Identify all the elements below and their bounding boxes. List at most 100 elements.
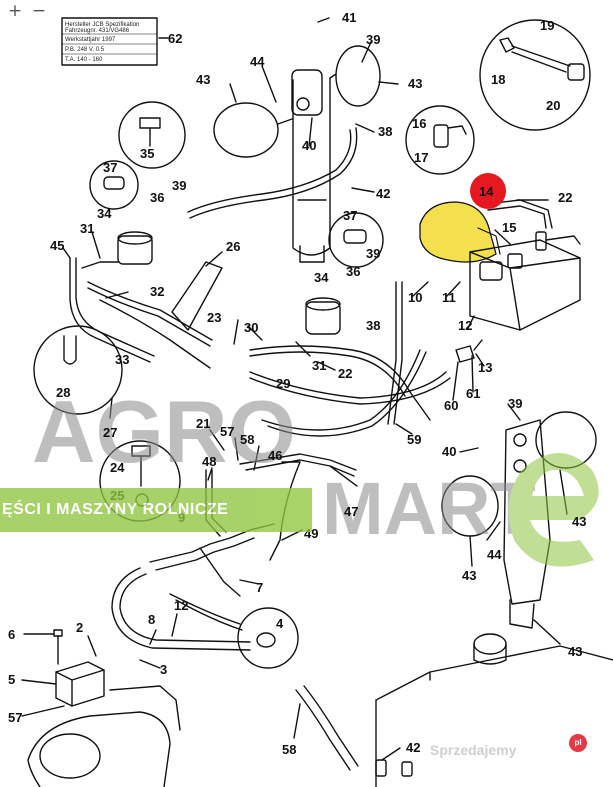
part-label: 57 [8, 710, 22, 725]
callout-bolt-35 [118, 101, 186, 169]
part-label: 11 [442, 290, 456, 305]
part-label: 39 [366, 246, 380, 261]
part-label: 33 [115, 352, 129, 367]
part-label: 43 [572, 514, 586, 529]
part-14-marker[interactable] [470, 173, 506, 209]
part-label: 15 [502, 220, 516, 235]
part-label: 21 [196, 416, 210, 431]
part-label: 60 [444, 398, 458, 413]
svg-text:P.B. 248 V. 0.5: P.B. 248 V. 0.5 [65, 47, 105, 53]
part-14-highlight [419, 201, 497, 263]
part-label: 39 [508, 396, 522, 411]
watermark-brand-left: AGRO [32, 382, 296, 481]
part-label: 57 [220, 424, 234, 439]
svg-text:Werkstattjahr 1997: Werkstattjahr 1997 [65, 37, 116, 43]
part-label: 16 [412, 116, 426, 131]
part-label: 42 [406, 740, 420, 755]
part-label: 41 [342, 10, 356, 25]
part-label: 38 [366, 318, 380, 333]
part-label: 19 [540, 18, 554, 33]
callout-sleeve-37-left [89, 160, 139, 210]
part-label: 24 [110, 460, 125, 475]
part-label: 29 [276, 376, 290, 391]
watermark-brand-right: MART [322, 467, 536, 550]
accumulator-right [335, 45, 381, 107]
data-plate [61, 17, 158, 66]
part-label: 58 [240, 432, 254, 447]
part-label: 3 [160, 662, 167, 677]
part-label: 40 [442, 444, 456, 459]
part-label: 20 [546, 98, 560, 113]
accumulator-left [213, 102, 279, 158]
callout-sleeve-37-right [328, 212, 384, 268]
part-label: 62 [168, 31, 182, 46]
part-label: 31 [312, 358, 326, 373]
hydraulic-pump [27, 711, 171, 787]
part-label: 17 [414, 150, 428, 165]
part-label: 44 [250, 54, 265, 69]
part-label: 30 [244, 320, 258, 335]
part-label: 43 [408, 76, 422, 91]
part-label: 26 [226, 239, 240, 254]
part-label: 22 [338, 366, 352, 381]
lift-cylinder-lower [503, 419, 551, 605]
callout-clip-28 [33, 325, 123, 415]
part-label: 39 [366, 32, 380, 47]
part-label: 6 [8, 627, 15, 642]
lift-cylinder-top [292, 77, 331, 256]
watermark: AGRO MART [32, 382, 599, 567]
svg-text:Fahrzeugnr. 431/VG486: Fahrzeugnr. 431/VG486 [65, 28, 130, 34]
part-label: 37 [103, 160, 117, 175]
watermark-green-e [508, 453, 599, 567]
part-label: 28 [56, 385, 70, 400]
control-valve-block [469, 239, 581, 331]
part-label: 10 [408, 290, 422, 305]
part-label: 38 [378, 124, 392, 139]
part-label: 5 [8, 672, 15, 687]
zoom-in-button[interactable]: + [7, 1, 23, 21]
svg-text:Hersteller JCB Spezifikation: Hersteller JCB Spezifikation [65, 22, 139, 28]
watermark-ribbon: ĘŚCI I MASZYNY ROLNICZE [0, 488, 312, 532]
part-label: 46 [268, 448, 282, 463]
part-label: 22 [558, 190, 572, 205]
part-label: 27 [103, 425, 117, 440]
part-label: 48 [202, 454, 216, 469]
filter-34-centre [305, 301, 341, 335]
part-label: 13 [478, 360, 492, 375]
site-badge-icon: pl [569, 734, 587, 752]
part-label: 8 [148, 612, 155, 627]
svg-text:T.A. 140 - 160: T.A. 140 - 160 [65, 57, 103, 63]
part-label: 43 [568, 644, 582, 659]
part-label: 34 [97, 206, 112, 221]
part-label: 2 [76, 620, 83, 635]
filter-34-left [117, 235, 153, 265]
part-label: 43 [462, 568, 476, 583]
part-label: 31 [80, 221, 94, 236]
part-label: 58 [282, 742, 296, 757]
part-label: 61 [466, 386, 480, 401]
part-label-highlighted: 14 [479, 184, 494, 199]
part-label: 43 [196, 72, 210, 87]
callout-ring-8 [237, 607, 299, 669]
part-label: 7 [256, 580, 263, 595]
part-label: 18 [491, 72, 505, 87]
part-label: 12 [458, 318, 472, 333]
callout-bolt-18-20 [479, 19, 591, 131]
part-label: 12 [174, 598, 188, 613]
part-label: 35 [140, 146, 154, 161]
data-plate-text: Hersteller JCB Spezifikation Fahrzeugnr.… [65, 22, 139, 63]
part-label: 37 [343, 208, 357, 223]
part-label: 36 [346, 264, 360, 279]
callout-fitting-16-17 [405, 105, 475, 175]
part-label: 23 [207, 310, 221, 325]
part-label: 45 [50, 238, 64, 253]
part-label: 42 [376, 186, 390, 201]
part-label: 34 [314, 270, 329, 285]
part-label: 40 [302, 138, 316, 153]
site-watermark: Sprzedajemy [430, 742, 517, 758]
part-label: 44 [487, 547, 502, 562]
block-2 [55, 661, 105, 707]
zoom-out-button[interactable]: − [31, 1, 47, 21]
part-label: 47 [344, 504, 358, 519]
